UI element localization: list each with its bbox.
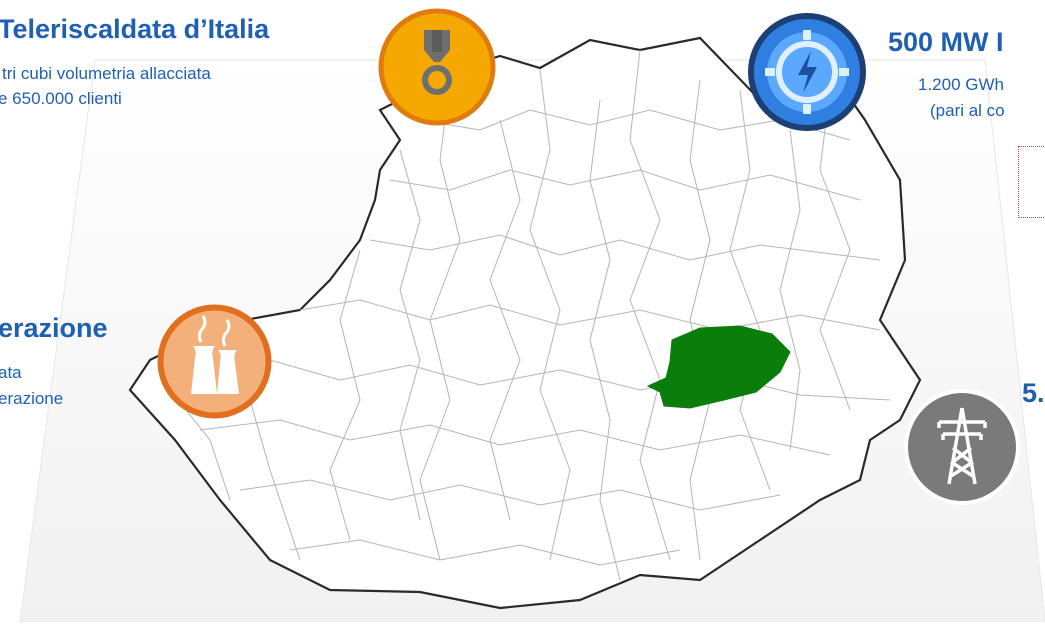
- grid-title: 5.: [1022, 378, 1045, 408]
- energy-gear-badge[interactable]: [748, 13, 866, 131]
- highlighted-area[interactable]: [646, 325, 791, 409]
- district-heating-line-2: e 650.000 clienti: [0, 89, 122, 108]
- dotted-marker-box: [1018, 146, 1045, 218]
- power-title: 500 MW I: [888, 27, 1004, 57]
- medal-icon: [378, 8, 496, 126]
- cogeneration-line-1: ata: [0, 363, 22, 382]
- municipal-boundaries: [169, 49, 891, 581]
- medal-badge[interactable]: [378, 8, 496, 126]
- energy-gear-icon: [748, 13, 866, 131]
- cooling-tower-badge[interactable]: [157, 304, 272, 419]
- cogeneration-line-2: erazione: [0, 389, 64, 408]
- cogeneration-title: erazione: [0, 313, 108, 343]
- power-pylon-icon: [904, 389, 1020, 505]
- power-pylon-badge[interactable]: [903, 388, 1021, 506]
- power-line-1: 1.200 GWh: [918, 75, 1004, 94]
- power-line-2: (pari al co: [930, 101, 1005, 120]
- district-heating-title: Teleriscaldata d’Italia: [0, 14, 270, 44]
- cooling-tower-icon: [157, 304, 272, 419]
- district-heating-line-1: tri cubi volumetria allacciata: [2, 64, 211, 83]
